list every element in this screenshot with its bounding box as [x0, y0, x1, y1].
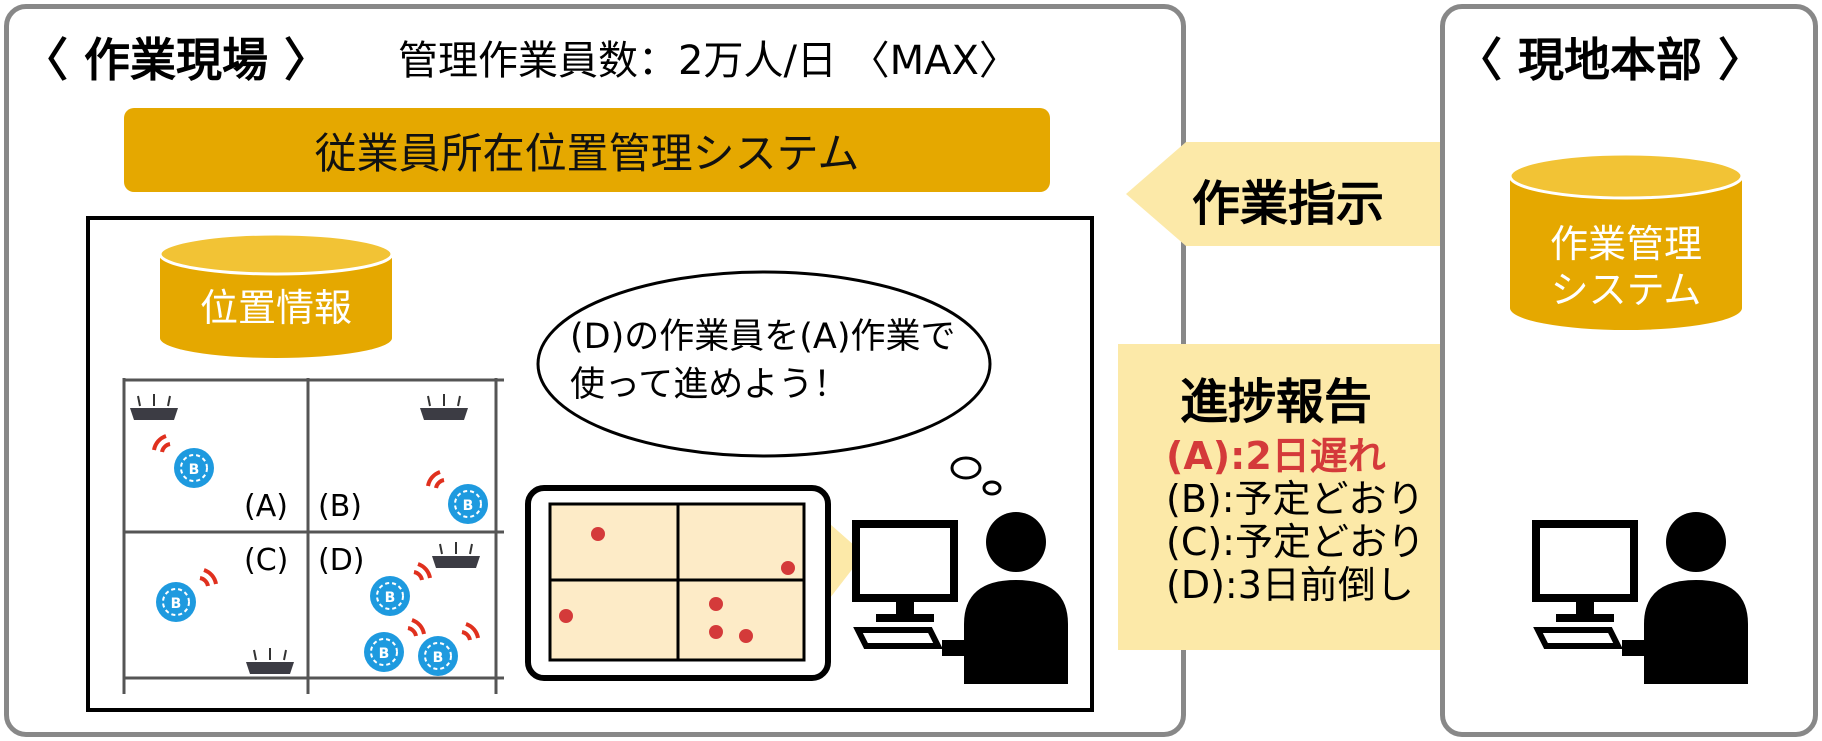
report-line-c: (C):予定どおり: [1166, 520, 1425, 564]
task-db-icon: [1508, 152, 1744, 330]
cell-label-d: (D): [318, 543, 365, 578]
person-at-computer-icon: [852, 512, 1068, 684]
worker-dot: [739, 629, 753, 643]
worker-dot: [709, 597, 723, 611]
worker-dot: [591, 527, 605, 541]
report-arrow: [1118, 344, 1520, 650]
beacon-icon: B: [156, 568, 218, 622]
cell-label-a: (A): [244, 489, 288, 524]
router-icon: [420, 394, 468, 420]
beacon-icon: B: [370, 562, 432, 616]
svg-text:B: B: [385, 590, 396, 606]
location-db-icon: [158, 232, 394, 358]
worker-dot: [781, 561, 795, 575]
location-db-label: 位置情報: [199, 286, 352, 330]
person-at-computer-icon: [1532, 512, 1748, 684]
router-icon: [130, 394, 178, 420]
report-list: (A):2日遅れ (B):予定どおり (C):予定どおり (D):3日前倒し: [1166, 435, 1425, 607]
hq-title: 〈 現地本部 〉: [1456, 33, 1765, 87]
report-line-a: (A):2日遅れ: [1166, 434, 1386, 478]
thought-text-line-2: 使って進めよう！: [570, 365, 849, 405]
system-banner: 従業員所在位置管理システム: [124, 108, 1050, 192]
report-line-d: (D):3日前倒し: [1166, 563, 1414, 607]
cell-label-c: (C): [244, 543, 289, 578]
thought-bubble: [536, 270, 1002, 496]
system-banner-label: 従業員所在位置管理システム: [314, 128, 860, 178]
svg-text:B: B: [171, 596, 182, 612]
svg-text:B: B: [379, 646, 390, 662]
floor-grid: [122, 378, 504, 694]
worker-dot: [709, 625, 723, 639]
svg-text:B: B: [463, 498, 474, 514]
router-icon: [246, 648, 294, 674]
router-icon: [432, 542, 480, 568]
beacon-icon: B: [418, 622, 480, 676]
instruction-arrow: [1126, 142, 1456, 246]
site-title: 〈 作業現場 〉: [22, 33, 331, 87]
beacon-icon: B: [426, 470, 488, 524]
site-subtitle: 管理作業員数：2万人/日 〈MAX〉: [398, 38, 1019, 84]
task-db-label-line-2: システム: [1550, 268, 1702, 312]
hq-panel: [1440, 4, 1818, 737]
worker-dots: [559, 527, 795, 643]
worker-dot: [559, 609, 573, 623]
report-line-b: (B):予定どおり: [1166, 477, 1425, 521]
thought-text-line-1: (D)の作業員を(A)作業で: [570, 317, 956, 357]
svg-text:B: B: [189, 462, 200, 478]
task-db-label-line-1: 作業管理: [1549, 222, 1702, 266]
instruction-label: 作業指示: [1192, 176, 1385, 232]
svg-text:B: B: [433, 650, 444, 666]
beacon-icon: B: [152, 434, 214, 488]
cell-label-b: (B): [318, 489, 362, 524]
report-title: 進捗報告: [1180, 374, 1373, 430]
beacon-icon: B: [364, 618, 426, 672]
